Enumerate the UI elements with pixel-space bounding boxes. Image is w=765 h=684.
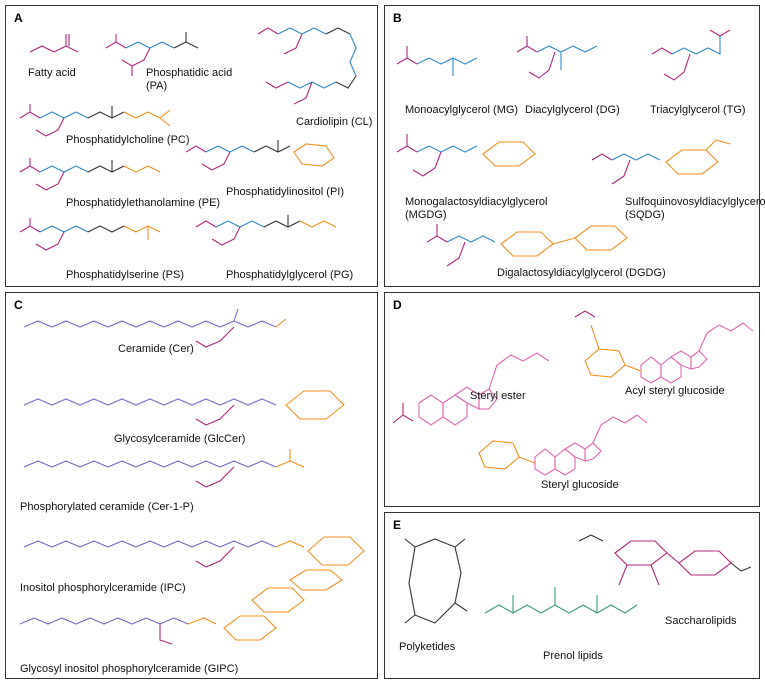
label-ceramide: Ceramide (Cer) [118, 343, 194, 355]
panel-c: C Ceramide (Cer) Glycosylceramide (GlcCe… [5, 292, 378, 679]
mgdg-structure [396, 134, 536, 177]
label-steryl-glucoside: Steryl glucoside [541, 479, 619, 491]
acyl-steryl-glucoside-structure [574, 310, 754, 384]
panel-label-c: C [14, 298, 23, 312]
phosphatidylserine-structure [19, 218, 161, 251]
label-phosphatidic-acid: Phosphatidic acid [146, 67, 233, 79]
label-phosphatidylinositol: Phosphatidylinositol (PI) [226, 186, 345, 198]
diacylglycerol-structure [516, 36, 598, 79]
label-sqdg-abbr: (SQDG) [625, 209, 665, 221]
label-saccharolipids: Saccharolipids [665, 615, 737, 627]
phosphorylated-ceramide-structure [23, 449, 305, 488]
polyketide-structure [404, 538, 468, 624]
saccharolipid-structure [578, 534, 752, 586]
panel-label-a: A [14, 11, 23, 25]
prenol-lipid-structure [484, 587, 638, 614]
label-pa: (PA) [146, 80, 168, 92]
steryl-ester-structure [392, 352, 550, 426]
phosphatidic-acid-structure [105, 32, 199, 76]
phosphatidylethanolamine-structure [19, 158, 161, 191]
label-steryl-ester: Steryl ester [470, 390, 526, 402]
monoacylglycerol-structure [396, 46, 478, 76]
panel-d: D Steryl ester Acyl steryl glucoside Ste… [384, 292, 760, 507]
label-phosphorylated-ceramide: Phosphorylated ceramide (Cer-1-P) [20, 501, 194, 513]
label-phosphatidylserine: Phosphatidylserine (PS) [66, 269, 185, 281]
label-phosphatidylethanolamine: Phosphatidylethanolamine (PE) [66, 197, 221, 209]
panel-a: A Fatty acid Phosphatidic acid (PA) Card… [5, 5, 378, 287]
label-phosphatidylglycerol: Phosphatidylglycerol (PG) [226, 269, 354, 281]
label-phosphatidylcholine: Phosphatidylcholine (PC) [66, 134, 190, 146]
triacylglycerol-structure [651, 29, 731, 81]
label-sqdg: Sulfoquinovosyldiacylglycerol [625, 196, 765, 208]
steryl-glucoside-structure [478, 414, 648, 476]
panel-label-e: E [393, 518, 402, 532]
label-gipc: Glycosyl inositol phosphorylceramide (GI… [20, 663, 239, 675]
label-dgdg: Digalactosyldiacylglycerol (DGDG) [497, 267, 666, 279]
label-ipc: Inositol phosphorylceramide (IPC) [20, 582, 186, 594]
label-diacylglycerol: Diacylglycerol (DG) [525, 104, 620, 116]
glycosylceramide-structure [23, 390, 345, 426]
phosphatidylinositol-structure [185, 140, 335, 171]
label-fatty-acid: Fatty acid [28, 67, 76, 79]
dgdg-structure [426, 224, 628, 267]
label-acyl-steryl-glucoside: Acyl steryl glucoside [625, 385, 725, 397]
cardiolipin-structure [257, 27, 357, 105]
fatty-acid-structure [29, 34, 79, 53]
sqdg-structure [591, 139, 731, 185]
phosphatidylcholine-structure [19, 104, 171, 137]
label-glycosylceramide: Glycosylceramide (GlcCer) [114, 433, 246, 445]
label-mgdg-abbr: (MGDG) [405, 209, 447, 221]
inositol-phosphorylceramide-structure [23, 536, 365, 568]
panel-b: B Monoacylglycerol (MG) Diacylglycerol (… [384, 5, 765, 287]
label-prenol-lipids: Prenol lipids [543, 650, 603, 662]
phosphatidylglycerol-structure [195, 215, 337, 246]
ceramide-structure [23, 308, 287, 348]
label-monoacylglycerol: Monoacylglycerol (MG) [405, 104, 519, 116]
label-mgdg: Monogalactosyldiacylglycerol [405, 196, 548, 208]
label-polyketides: Polyketides [399, 641, 456, 653]
gipc-structure [19, 569, 343, 645]
label-triacylglycerol: Triacylglycerol (TG) [650, 104, 746, 116]
panel-label-d: D [393, 298, 402, 312]
panel-e: E Polyketides Prenol lipids Saccharolipi… [384, 512, 760, 679]
label-cardiolipin: Cardiolipin (CL) [296, 116, 373, 128]
panel-label-b: B [393, 11, 402, 25]
